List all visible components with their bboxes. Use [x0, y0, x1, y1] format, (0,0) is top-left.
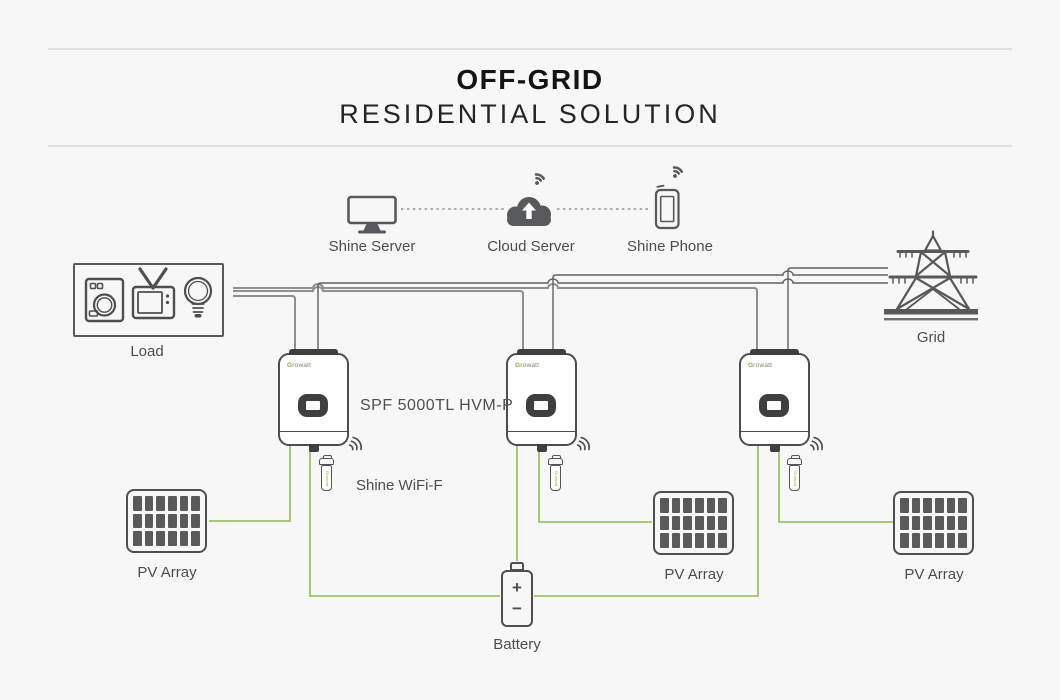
shine-wifi-dongle-2: Growatt	[548, 455, 563, 495]
header-divider	[48, 145, 1012, 147]
inverter-top-bar	[750, 349, 799, 355]
grid-label: Grid	[916, 329, 946, 346]
load-label: Load	[130, 343, 164, 360]
growatt-logo: Growatt	[515, 362, 540, 369]
battery-plus-symbol: +	[512, 578, 522, 597]
inverter-seam	[280, 431, 347, 432]
shine-server-label: Shine Server	[328, 238, 416, 255]
battery-label: Battery	[493, 636, 541, 653]
dongle-cap	[787, 458, 802, 465]
cloud-server-label: Cloud Server	[487, 238, 575, 255]
top-divider	[48, 48, 1012, 50]
cloud-server-icon	[507, 197, 551, 226]
pv-array-label-1: PV Array	[137, 564, 197, 581]
light-bulb-icon	[183, 276, 213, 318]
inverter-2: Growatt	[506, 349, 590, 452]
dongle-body	[550, 465, 561, 491]
dongle-body	[789, 465, 800, 491]
ac-grid-wires	[317, 267, 888, 352]
dongle-brand-text: Growatt	[325, 471, 331, 487]
cloud-wifi-icon	[530, 170, 547, 187]
dc-green-wires	[209, 443, 893, 597]
dongle-brand-text: Growatt	[793, 471, 799, 487]
inverter-model-label: SPF 5000TL HVM-P	[360, 397, 514, 414]
battery-body: + −	[501, 570, 533, 627]
growatt-logo: Growatt	[748, 362, 773, 369]
inverter-mount-tab	[536, 444, 547, 452]
shine-wifi-label: Shine WiFi-F	[356, 477, 443, 494]
shine-server-icon	[347, 195, 397, 234]
inverter-display	[526, 394, 556, 417]
inverter-top-bar	[289, 349, 338, 355]
page-subtitle: RESIDENTIAL SOLUTION	[339, 99, 721, 129]
ac-load-wires	[233, 283, 758, 352]
battery-minus-symbol: −	[512, 599, 522, 618]
tv-icon	[131, 267, 176, 320]
load-box	[73, 263, 224, 337]
dongle-cap	[319, 458, 334, 465]
inverter-mount-tab	[308, 444, 319, 452]
inverter-mount-tab	[769, 444, 780, 452]
inverter-1: Growatt	[278, 349, 362, 452]
shine-wifi-dongle-3: Growatt	[787, 455, 802, 495]
phone-wifi-icon	[668, 163, 685, 180]
dongle-brand-text: Growatt	[554, 471, 560, 487]
inverter-display	[759, 394, 789, 417]
wifi-signal-icon	[576, 436, 590, 451]
pv-array-3	[893, 491, 974, 555]
wifi-signal-icon	[348, 436, 362, 451]
shine-phone-icon	[654, 184, 680, 230]
inverter-top-bar	[517, 349, 566, 355]
pv-array-label-3: PV Array	[904, 566, 964, 583]
pv-array-2	[653, 491, 734, 555]
growatt-logo: Growatt	[287, 362, 312, 369]
wifi-signal-icon	[809, 436, 823, 451]
page-title: OFF-GRID	[456, 64, 604, 95]
inverter-seam	[508, 431, 575, 432]
inverter-seam	[741, 431, 808, 432]
inverter-3: Growatt	[739, 349, 823, 452]
dongle-cap	[548, 458, 563, 465]
dongle-body	[321, 465, 332, 491]
inverter-display	[298, 394, 328, 417]
grid-tower-icon	[884, 230, 978, 321]
shine-wifi-dongle-1: Growatt	[319, 455, 334, 495]
washing-machine-icon	[84, 277, 125, 323]
pv-array-label-2: PV Array	[664, 566, 724, 583]
pv-array-1	[126, 489, 207, 553]
shine-phone-label: Shine Phone	[627, 238, 713, 255]
